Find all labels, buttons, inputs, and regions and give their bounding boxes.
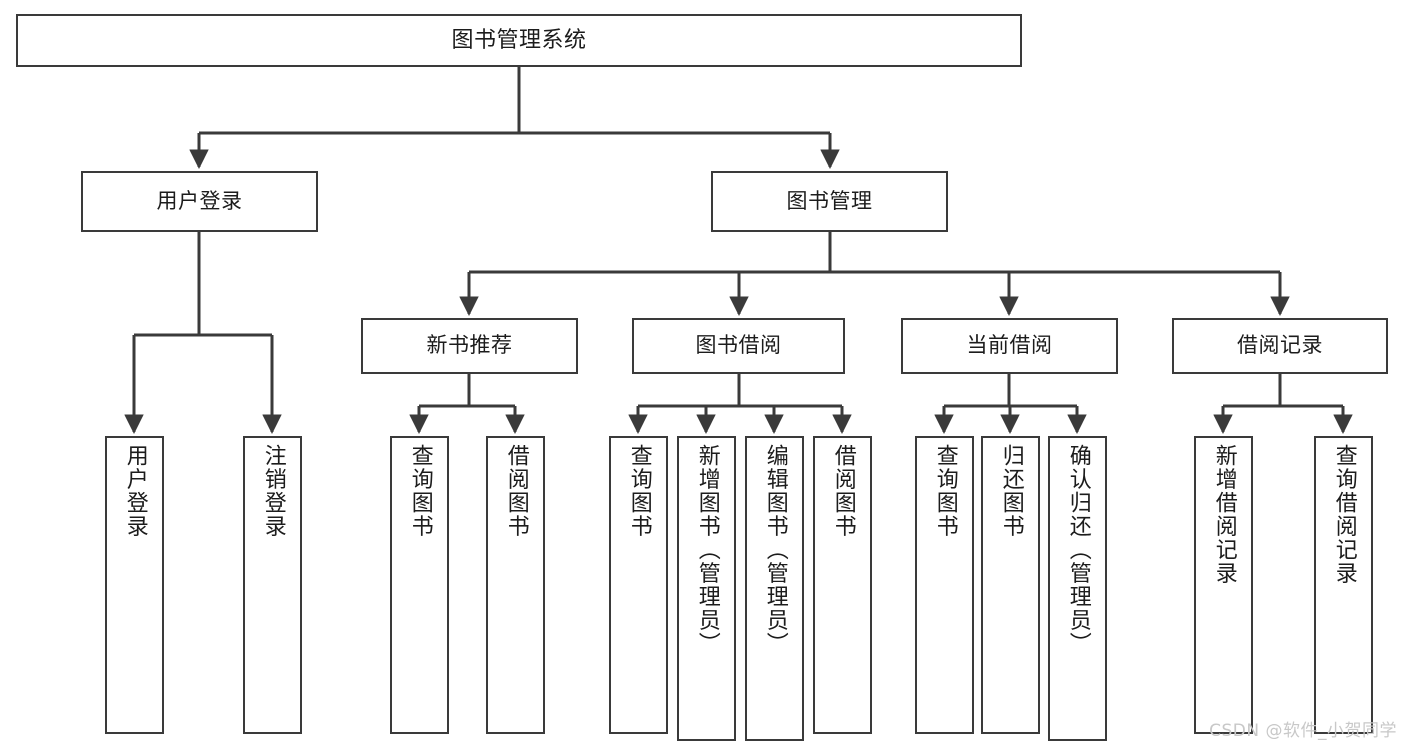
node-book-borrow[interactable]: 图书借阅 <box>632 318 845 374</box>
node-leaf-query-book-current[interactable]: 查询图书 <box>915 436 974 734</box>
node-leaf-user-login[interactable]: 用户登录 <box>105 436 164 734</box>
node-current-borrow[interactable]: 当前借阅 <box>901 318 1118 374</box>
node-leaf-borrow-book-new[interactable]: 借阅图书 <box>486 436 545 734</box>
node-leaf-edit-book[interactable]: 编辑图书（管理员） <box>745 436 804 741</box>
node-label: 归还图书 <box>998 444 1024 538</box>
node-label: 图书借阅 <box>695 333 782 358</box>
node-leaf-borrow-book-borrow[interactable]: 借阅图书 <box>813 436 872 734</box>
node-label: 查询借阅记录 <box>1331 444 1357 585</box>
node-new-book-recommend[interactable]: 新书推荐 <box>361 318 578 374</box>
node-label: 编辑图书（管理员） <box>762 444 788 656</box>
node-label: 图书管理系统 <box>451 27 587 53</box>
node-leaf-query-record[interactable]: 查询借阅记录 <box>1314 436 1373 734</box>
node-label: 查询图书 <box>932 444 958 538</box>
node-label: 确认归还（管理员） <box>1065 444 1091 656</box>
node-leaf-query-book-borrow[interactable]: 查询图书 <box>609 436 668 734</box>
node-label: 借阅图书 <box>503 444 529 538</box>
node-leaf-add-book[interactable]: 新增图书（管理员） <box>677 436 736 741</box>
node-book-manage[interactable]: 图书管理 <box>711 171 948 232</box>
node-label: 用户登录 <box>156 188 243 213</box>
node-label: 图书管理 <box>786 188 873 213</box>
node-leaf-confirm-return[interactable]: 确认归还（管理员） <box>1048 436 1107 741</box>
node-user-login[interactable]: 用户登录 <box>81 171 318 232</box>
node-borrow-record[interactable]: 借阅记录 <box>1172 318 1388 374</box>
node-label: 用户登录 <box>122 444 148 538</box>
node-leaf-logout-login[interactable]: 注销登录 <box>243 436 302 734</box>
node-leaf-return-book[interactable]: 归还图书 <box>981 436 1040 734</box>
node-label: 借阅记录 <box>1237 333 1323 358</box>
node-label: 借阅图书 <box>830 444 856 538</box>
node-label: 查询图书 <box>407 444 433 538</box>
node-label: 新书推荐 <box>426 333 513 358</box>
node-label: 新增借阅记录 <box>1211 444 1237 585</box>
node-leaf-add-record[interactable]: 新增借阅记录 <box>1194 436 1253 734</box>
csdn-watermark: CSDN @软件_小贺同学 <box>1209 721 1397 741</box>
node-leaf-query-book-new[interactable]: 查询图书 <box>390 436 449 734</box>
node-label: 注销登录 <box>260 444 286 538</box>
node-label: 新增图书（管理员） <box>694 444 720 656</box>
node-label: 当前借阅 <box>966 333 1053 358</box>
node-root-system[interactable]: 图书管理系统 <box>16 14 1022 67</box>
node-label: 查询图书 <box>626 444 652 538</box>
